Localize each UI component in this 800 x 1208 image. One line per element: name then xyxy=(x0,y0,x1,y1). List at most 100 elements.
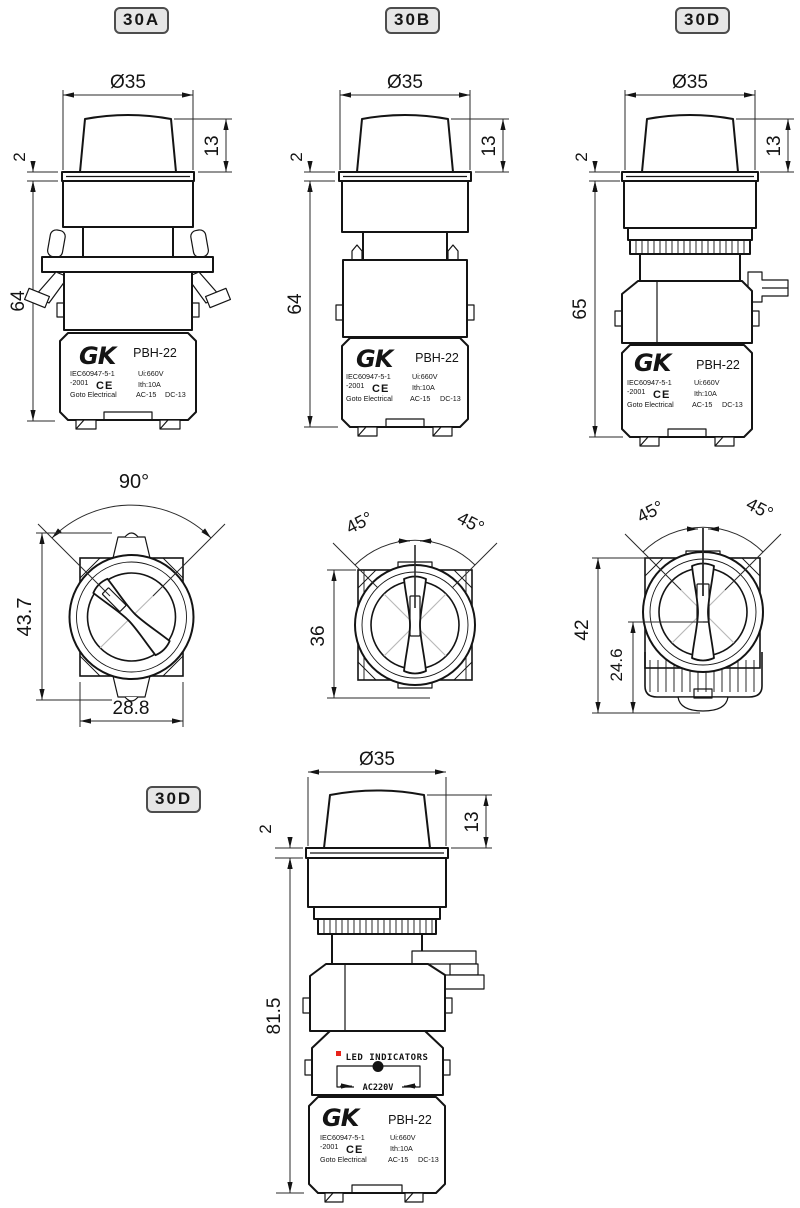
contact-block xyxy=(341,337,469,428)
dim-width: 28.8 xyxy=(113,698,150,719)
side-view-30b: Ø35 13 2 64 GK PBH-22 IEC609 xyxy=(285,72,509,437)
rated-current: Ith:10A xyxy=(694,389,717,398)
brand-logo: GK xyxy=(634,349,674,377)
knob xyxy=(79,114,177,173)
utilization-dc: DC-13 xyxy=(418,1155,439,1164)
standard-line1: IEC60947-5-1 xyxy=(627,378,672,387)
dim-knob-height: 13 xyxy=(479,135,500,156)
dim-total-height: 81.5 xyxy=(264,998,285,1035)
rated-voltage: Ui:660V xyxy=(390,1133,416,1142)
dim-angle-right: 45° xyxy=(454,508,487,538)
dim-bezel: 2 xyxy=(10,152,29,161)
front-view-45deg-d: 45° 45° 42 24.6 xyxy=(572,494,782,714)
dim-rotation-angle: 90° xyxy=(119,471,149,493)
ce-mark: CE xyxy=(96,380,113,392)
knob xyxy=(356,114,454,173)
rated-current: Ith:10A xyxy=(412,383,435,392)
company-name: Goto Electrical xyxy=(627,400,674,409)
dim-knob-height: 13 xyxy=(764,135,785,156)
dim-diameter: Ø35 xyxy=(359,749,395,770)
dim-height: 42 xyxy=(572,619,593,640)
brand-logo: GK xyxy=(322,1104,362,1132)
led-lens xyxy=(372,1061,384,1072)
dim-height: 43.7 xyxy=(14,598,36,637)
dim-center-to-bottom: 24.6 xyxy=(607,648,626,681)
dim-knob-height: 13 xyxy=(462,811,483,832)
utilization-ac: AC-15 xyxy=(410,394,430,403)
standard-line2: -2001 xyxy=(70,378,88,387)
brand-logo: GK xyxy=(356,345,396,373)
side-view-30a: Ø35 13 2 64 xyxy=(8,72,232,430)
selector-knob xyxy=(403,575,427,675)
standard-line1: IEC60947-5-1 xyxy=(70,369,115,378)
standard-line2: -2001 xyxy=(320,1142,338,1151)
tag-30b: 30B xyxy=(385,7,441,34)
utilization-ac: AC-15 xyxy=(136,390,156,399)
switch-body-30d xyxy=(614,114,789,447)
switch-body-30b xyxy=(335,114,475,437)
model-number: PBH-22 xyxy=(388,1113,432,1127)
company-name: Goto Electrical xyxy=(70,390,117,399)
model-number: PBH-22 xyxy=(696,358,740,372)
company-name: Goto Electrical xyxy=(346,394,393,403)
model-number: PBH-22 xyxy=(415,351,459,365)
dim-angle-left: 45° xyxy=(343,508,376,538)
rated-current: Ith:10A xyxy=(390,1144,413,1153)
nameplate-30b: GK PBH-22 IEC60947-5-1 -2001 CE Goto Ele… xyxy=(346,345,461,403)
side-view-30d: Ø35 13 2 65 xyxy=(570,72,794,447)
led-red-dot xyxy=(336,1051,341,1056)
dim-diameter: Ø35 xyxy=(110,72,146,93)
dim-knob-height: 13 xyxy=(202,135,223,156)
dim-height: 36 xyxy=(308,625,329,646)
nameplate-30d-illuminated: GK PBH-22 IEC60947-5-1 -2001 CE Goto Ele… xyxy=(320,1104,439,1164)
led-voltage-label: AC220V xyxy=(363,1083,394,1093)
standard-line1: IEC60947-5-1 xyxy=(320,1133,365,1142)
front-view-90deg: 90° 43.7 28.8 xyxy=(14,471,226,727)
contact-block xyxy=(59,332,197,421)
dim-bezel: 2 xyxy=(256,824,275,833)
front-view-45deg-b: 45° 45° 36 xyxy=(308,508,498,699)
nameplate-30a: GK PBH-22 IEC60947-5-1 -2001 CE Goto Ele… xyxy=(70,342,186,399)
utilization-dc: DC-13 xyxy=(722,400,743,409)
standard-line1: IEC60947-5-1 xyxy=(346,372,391,381)
lamp-connector xyxy=(747,271,789,303)
dim-total-height: 64 xyxy=(285,293,306,315)
brand-logo: GK xyxy=(79,342,119,370)
dim-bezel: 2 xyxy=(287,152,306,161)
nameplate-30d: GK PBH-22 IEC60947-5-1 -2001 CE Goto Ele… xyxy=(627,349,743,409)
rated-voltage: Ui:660V xyxy=(412,372,438,381)
lamp-connector xyxy=(411,950,477,965)
side-view-30d-illuminated: Ø35 13 2 81.5 LED INDICATORS xyxy=(256,749,492,1203)
contact-block xyxy=(621,344,753,438)
knob xyxy=(323,789,431,849)
ce-mark: CE xyxy=(372,383,389,395)
standard-line2: -2001 xyxy=(627,387,645,396)
dim-bezel: 2 xyxy=(572,152,591,161)
dim-total-height: 65 xyxy=(570,298,591,319)
led-indicators-label: LED INDICATORS xyxy=(346,1053,429,1063)
utilization-dc: DC-13 xyxy=(440,394,461,403)
rated-current: Ith:10A xyxy=(138,380,161,389)
standard-line2: -2001 xyxy=(346,381,364,390)
dim-diameter: Ø35 xyxy=(387,72,423,93)
switch-body-30a xyxy=(23,114,232,430)
utilization-dc: DC-13 xyxy=(165,390,186,399)
switch-body-30d-illuminated: LED INDICATORS AC220V xyxy=(302,789,485,1203)
ce-mark: CE xyxy=(346,1144,363,1156)
tag-30a: 30A xyxy=(114,7,170,34)
knob xyxy=(641,114,739,173)
dim-angle-right: 45° xyxy=(743,494,776,524)
mounting-flange xyxy=(41,256,214,273)
model-number: PBH-22 xyxy=(133,346,177,360)
contact-block xyxy=(308,1096,446,1194)
dim-angle-left: 45° xyxy=(634,497,667,527)
utilization-ac: AC-15 xyxy=(388,1155,408,1164)
dim-total-height: 64 xyxy=(8,290,29,312)
company-name: Goto Electrical xyxy=(320,1155,367,1164)
rated-voltage: Ui:660V xyxy=(138,369,164,378)
tag-30d: 30D xyxy=(675,7,731,34)
ce-mark: CE xyxy=(653,389,670,401)
rated-voltage: Ui:660V xyxy=(694,378,720,387)
tag-30d-illuminated: 30D xyxy=(146,786,202,813)
utilization-ac: AC-15 xyxy=(692,400,712,409)
